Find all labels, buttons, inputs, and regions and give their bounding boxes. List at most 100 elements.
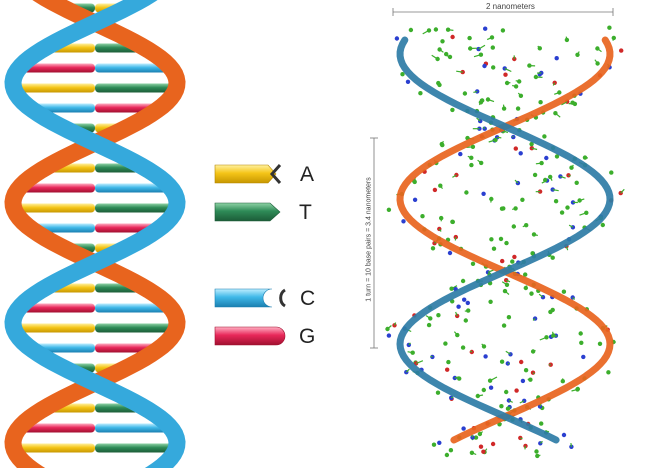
base-segment [14,444,95,453]
atom [479,445,483,449]
bond [566,37,567,40]
bond [571,443,572,447]
atom [544,156,548,160]
atom [539,421,543,425]
atom [451,220,455,224]
atom [503,73,507,77]
atom [482,388,486,392]
atom [445,453,449,457]
atom [446,360,450,364]
atom [418,91,422,95]
atom [500,259,504,263]
turn-length-label: 1 turn = 10 base pairs = 3.4 nanometers [366,150,373,330]
atom [521,379,525,383]
atom [555,56,559,60]
base-segment [14,84,95,93]
atom [522,399,526,403]
atom [504,390,508,394]
atom [500,360,504,364]
atom [501,28,505,32]
atom [440,142,444,146]
atom [443,341,447,345]
atom [502,323,506,327]
atom [579,331,583,335]
bond [537,455,540,456]
atom [433,188,437,192]
atom [499,404,503,408]
bond [472,435,473,438]
atom [519,360,523,364]
atom [514,388,518,392]
atom [463,91,467,95]
atom [534,449,538,453]
atom [481,450,485,454]
bond [451,450,453,451]
base-segment [95,204,176,213]
atom-cloud [385,26,624,459]
atom [464,190,468,194]
atom [461,426,465,430]
bond [448,30,453,31]
base-segment [95,324,176,333]
legend-g-glyph [215,327,285,345]
atom [524,286,528,290]
atom [409,28,413,32]
atom [436,313,440,317]
atom [491,45,495,49]
atom [483,27,487,31]
bond [581,342,582,343]
atom [531,349,535,353]
atom [401,219,405,223]
atom [445,368,449,372]
atom [456,305,460,309]
atom [553,81,557,85]
legend-t-glyph [215,203,280,221]
atom [464,318,468,322]
bond [504,105,505,109]
atom [457,376,461,380]
atom [548,310,552,314]
atom [609,170,613,174]
atom [461,345,465,349]
legend-label-g: G [299,325,315,349]
dna-helix-illustration [0,0,330,468]
atom [491,65,495,69]
backbone-ribbons [400,40,610,440]
atom [420,214,424,218]
atom [492,247,496,251]
bond [431,356,433,357]
atom [562,433,566,437]
bond [517,109,518,110]
atom [551,256,555,260]
bond [465,311,468,312]
atom [542,134,546,138]
atom [471,262,475,266]
atom [491,442,495,446]
atom [469,163,473,167]
atom [524,223,528,227]
atom [488,300,492,304]
atom [554,199,558,203]
base-segment [95,444,176,453]
legend-c-glyph [215,289,285,307]
base-segment [95,84,176,93]
bond [451,397,453,398]
atom [499,237,503,241]
atom [395,36,399,40]
atom [518,436,522,440]
atom [601,223,605,227]
atom [432,443,436,447]
atom [619,48,623,52]
atom [506,361,510,365]
atom [406,80,410,84]
bond [569,175,571,176]
bond [553,332,554,336]
bond [443,41,445,42]
legend-a-glyph [215,165,280,183]
atom [575,181,579,185]
atom [387,333,391,337]
atom [514,146,518,150]
atom [458,152,462,156]
base-segment [14,324,95,333]
legend-label-a: A [300,163,314,187]
